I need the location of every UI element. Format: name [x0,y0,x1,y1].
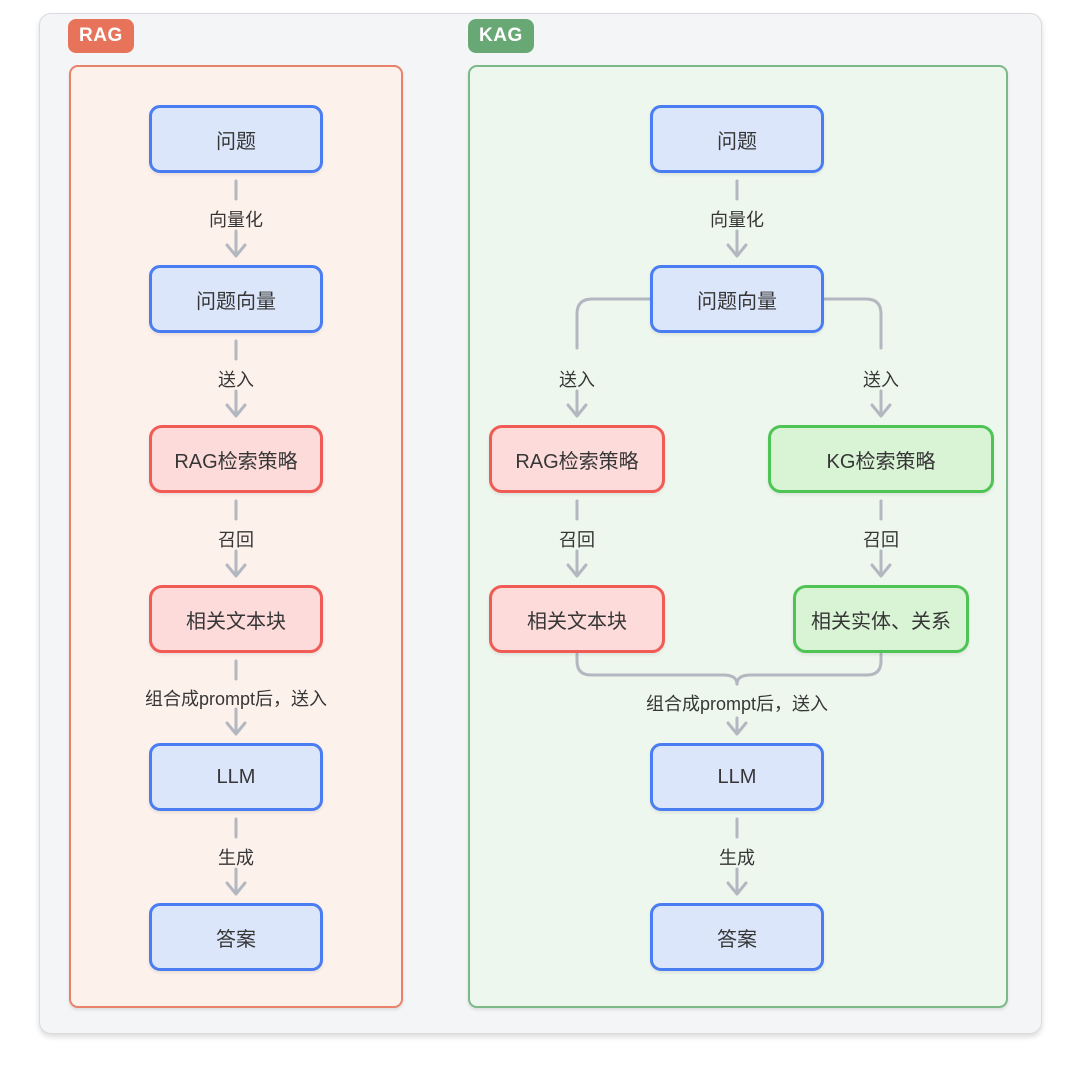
kag-badge: KAG [468,19,534,53]
flow-label: 向量化 [710,210,764,230]
flow-node-rag-question-vector: 问题向量 [149,265,323,333]
flow-label: 召回 [863,530,899,550]
flow-label: 送入 [218,370,254,390]
rag-panel [69,65,403,1008]
flow-node-rag-question: 问题 [149,105,323,173]
flow-label: 召回 [559,530,595,550]
flow-node-kag-question-vector: 问题向量 [650,265,824,333]
flow-node-kag-answer: 答案 [650,903,824,971]
flow-label: 组合成prompt后，送入 [645,694,829,714]
flow-node-rag-llm: LLM [149,743,323,811]
flow-node-rag-answer: 答案 [149,903,323,971]
flow-node-kag-entities: 相关实体、关系 [793,585,969,653]
flow-node-rag-text-chunks: 相关文本块 [149,585,323,653]
flow-node-rag-retrieval: RAG检索策略 [149,425,323,493]
flow-label: 召回 [218,530,254,550]
flow-node-kag-question: 问题 [650,105,824,173]
flow-node-kag-llm: LLM [650,743,824,811]
flow-label: 生成 [218,848,254,868]
flow-label: 向量化 [209,210,263,230]
kag-panel [468,65,1008,1008]
flow-label: 送入 [559,370,595,390]
flow-label: 送入 [863,370,899,390]
flow-node-kag-kg-retrieval: KG检索策略 [768,425,994,493]
flow-label: 组合成prompt后，送入 [144,689,328,709]
flow-label: 生成 [719,848,755,868]
flow-node-kag-rag-retrieval: RAG检索策略 [489,425,665,493]
flow-node-kag-text-chunks: 相关文本块 [489,585,665,653]
rag-badge: RAG [68,19,134,53]
